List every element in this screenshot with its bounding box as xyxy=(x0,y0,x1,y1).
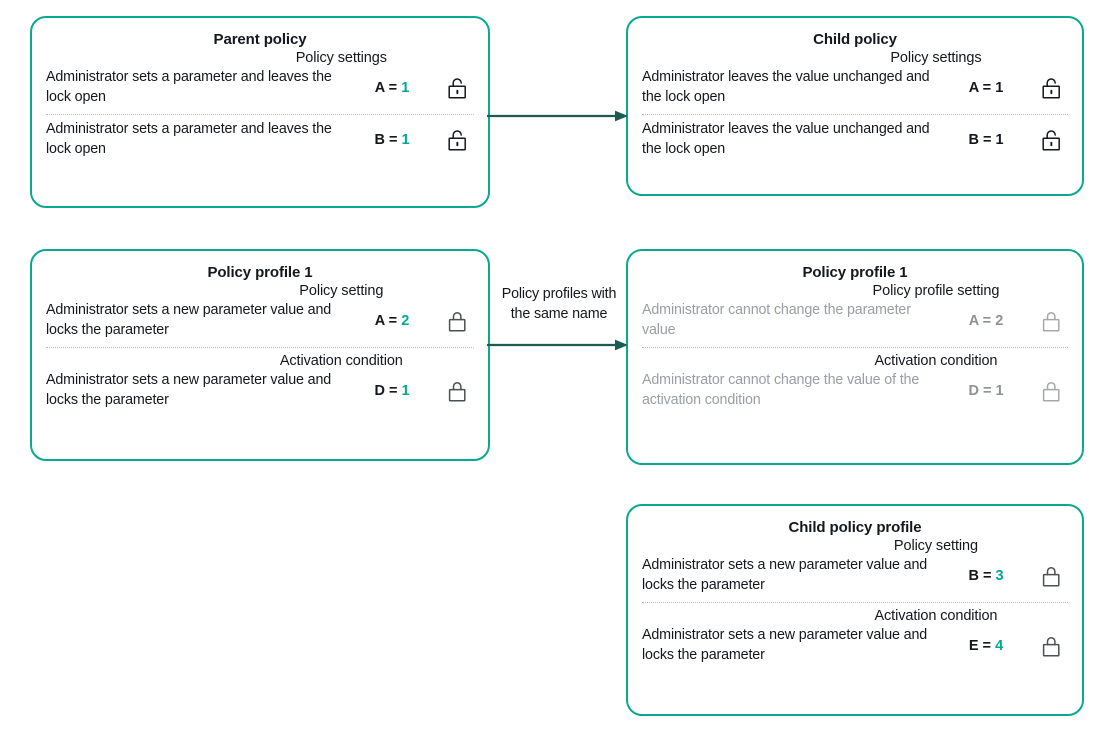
row-description: Administrator cannot change the paramete… xyxy=(642,302,911,338)
lock-open-icon xyxy=(440,129,474,151)
lock-closed-icon xyxy=(1034,565,1068,587)
row-divider xyxy=(642,114,1068,116)
row-value: B = 1 xyxy=(938,132,1034,148)
table-row: Administrator sets a parameter and leave… xyxy=(46,120,474,159)
section-heading-policy-profile-setting: Policy profile setting xyxy=(872,283,1000,299)
row-value: D = 1 xyxy=(344,383,440,399)
row-description: Administrator sets a new parameter value… xyxy=(642,557,928,593)
card-rows: Policy settings Administrator leaves the… xyxy=(628,50,1082,170)
table-row: Administrator cannot change the paramete… xyxy=(642,301,1068,340)
card-rows: Policy setting Administrator sets a new … xyxy=(628,538,1082,676)
arrow-label-policy-profiles-same-name: Policy profiles with the same name xyxy=(501,286,617,322)
row-number: 1 xyxy=(401,132,410,149)
row-param: B = xyxy=(374,132,398,149)
row-divider xyxy=(46,347,474,349)
row-number: 1 xyxy=(401,383,410,400)
arrow-profile-to-profile xyxy=(487,339,628,351)
table-row: Administrator sets a new parameter value… xyxy=(642,556,1068,595)
row-description: Administrator cannot change the value of… xyxy=(642,372,920,409)
row-param: D = xyxy=(968,383,992,400)
card-title: Child policy xyxy=(813,31,897,48)
card-policy-profile-1-right: Policy profile 1 Policy profile setting … xyxy=(626,249,1084,465)
table-row: Administrator leaves the value unchanged… xyxy=(642,68,1068,107)
section-heading-policy-settings: Policy settings xyxy=(890,50,982,66)
row-number: 1 xyxy=(995,132,1004,149)
row-number: 4 xyxy=(995,638,1004,655)
lock-open-icon xyxy=(1034,77,1068,99)
row-param: A = xyxy=(968,312,992,329)
section-heading-policy-setting: Policy setting xyxy=(893,538,978,554)
section-heading-policy-setting: Policy setting xyxy=(299,283,384,299)
row-number: 1 xyxy=(995,79,1004,96)
row-description: Administrator sets a parameter and leave… xyxy=(46,121,332,158)
row-value: D = 1 xyxy=(938,383,1034,399)
card-rows: Policy settings Administrator sets a par… xyxy=(32,50,488,170)
row-value: B = 1 xyxy=(344,132,440,148)
row-value: A = 1 xyxy=(938,80,1034,96)
row-number: 1 xyxy=(401,79,410,96)
table-row: Administrator cannot change the value of… xyxy=(642,371,1068,410)
table-row: Administrator sets a new parameter value… xyxy=(46,371,474,410)
row-value: A = 2 xyxy=(344,313,440,329)
table-row: Administrator sets a parameter and leave… xyxy=(46,68,474,107)
row-number: 3 xyxy=(995,567,1004,584)
row-value: E = 4 xyxy=(938,638,1034,654)
arrow-parent-to-child xyxy=(487,110,628,122)
row-number: 2 xyxy=(995,312,1004,329)
row-description: Administrator sets a parameter and leave… xyxy=(46,69,332,105)
table-row: Administrator sets a new parameter value… xyxy=(642,626,1068,665)
row-number: 2 xyxy=(401,312,410,329)
lock-closed-icon xyxy=(1034,380,1068,402)
row-param: A = xyxy=(968,79,992,96)
row-number: 1 xyxy=(995,383,1004,400)
card-parent-policy: Parent policy Policy settings Administra… xyxy=(30,16,490,208)
section-heading-policy-settings: Policy settings xyxy=(295,50,387,66)
card-title: Parent policy xyxy=(213,31,307,48)
card-title: Child policy profile xyxy=(788,519,922,536)
row-description: Administrator sets a new parameter value… xyxy=(46,372,332,409)
row-divider xyxy=(46,114,474,116)
lock-closed-icon xyxy=(440,310,474,332)
table-row: Administrator sets a new parameter value… xyxy=(46,301,474,340)
row-description: Administrator leaves the value unchanged… xyxy=(642,121,930,158)
lock-closed-icon xyxy=(440,380,474,402)
row-divider xyxy=(642,602,1068,604)
row-description: Administrator sets a new parameter value… xyxy=(642,627,928,664)
section-heading-activation-condition: Activation condition xyxy=(874,353,998,370)
row-param: B = xyxy=(968,132,992,149)
lock-open-icon xyxy=(440,77,474,99)
section-heading-activation-condition: Activation condition xyxy=(874,608,998,625)
row-divider xyxy=(642,347,1068,349)
card-rows: Policy setting Administrator sets a new … xyxy=(32,283,488,421)
row-value: A = 1 xyxy=(344,80,440,96)
row-value: A = 2 xyxy=(938,313,1034,329)
row-param: D = xyxy=(374,383,398,400)
card-title: Policy profile 1 xyxy=(802,264,908,281)
row-param: E = xyxy=(968,638,992,655)
table-row: Administrator leaves the value unchanged… xyxy=(642,120,1068,159)
row-param: A = xyxy=(374,79,398,96)
section-heading-activation-condition: Activation condition xyxy=(279,353,403,370)
card-child-policy-profile: Child policy profile Policy setting Admi… xyxy=(626,504,1084,716)
card-rows: Policy profile setting Administrator can… xyxy=(628,283,1082,421)
lock-open-icon xyxy=(1034,129,1068,151)
row-description: Administrator leaves the value unchanged… xyxy=(642,69,930,105)
row-param: A = xyxy=(374,312,398,329)
card-policy-profile-1-left: Policy profile 1 Policy setting Administ… xyxy=(30,249,490,461)
row-value: B = 3 xyxy=(938,568,1034,584)
row-param: B = xyxy=(968,567,992,584)
lock-closed-icon xyxy=(1034,310,1068,332)
card-title: Policy profile 1 xyxy=(207,264,313,281)
card-child-policy: Child policy Policy settings Administrat… xyxy=(626,16,1084,196)
lock-closed-icon xyxy=(1034,635,1068,657)
row-description: Administrator sets a new parameter value… xyxy=(46,302,332,338)
